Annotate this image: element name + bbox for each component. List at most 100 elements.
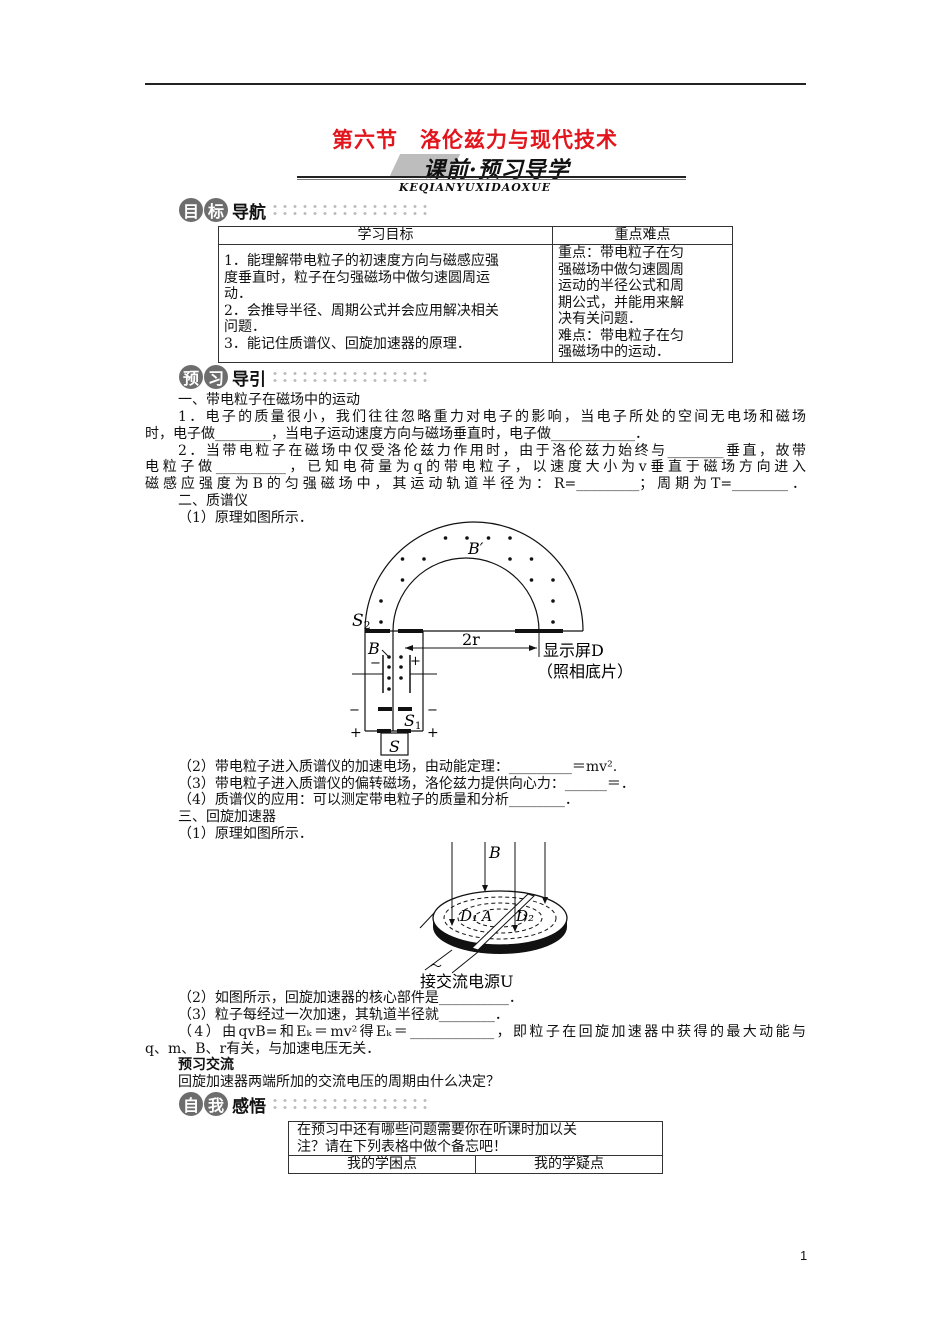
section-banner: 课前·预习导学 — [389, 152, 605, 183]
wire — [424, 949, 453, 971]
orbit — [443, 896, 557, 940]
field-dot — [443, 536, 448, 540]
memo-prompt-line: 注？请在下列表格中做个备忘吧！ — [297, 1138, 507, 1155]
label-minus: − — [370, 656, 381, 671]
heading-label: 导航 — [232, 202, 266, 223]
field-dot — [379, 620, 383, 624]
arrow-head-right — [529, 645, 537, 651]
field-dot — [400, 557, 405, 561]
exit-arrow — [419, 911, 436, 929]
goal-line: 1．能理解带电粒子的初速度方向与磁感应强 — [224, 253, 499, 269]
gap — [471, 893, 535, 951]
heading-label: 导引 — [232, 369, 266, 390]
slit-s1-bar — [398, 707, 412, 711]
page-number: 1 — [800, 1248, 808, 1263]
keypoint-line: 决有关问题． — [558, 311, 642, 327]
label-d2: D₂ — [515, 907, 534, 925]
exchange-title: 预习交流 — [178, 1057, 234, 1073]
keypoint-line: 强磁场中做匀速圆周 — [558, 261, 684, 278]
heading-circle: 标 — [204, 198, 228, 222]
questions-header: 我的学疑点 — [475, 1155, 663, 1174]
heading-circle: 预 — [179, 365, 203, 389]
wire — [451, 951, 479, 974]
heading-circle: 自 — [179, 1092, 203, 1116]
paragraph-line: （3）带电粒子进入质谱仪的偏转磁场，洛伦兹力提供向心力：______＝． — [178, 776, 635, 792]
page-title: 第六节 洛伦兹力与现代技术 — [332, 127, 618, 152]
field-arrowheads — [449, 885, 548, 932]
keypoint-line: 运动的半径公式和周 — [558, 278, 684, 294]
paragraph-line: 磁感应强度为B的匀强磁场中，其运动轨道半径为：R=_________；周期为T=… — [145, 476, 806, 492]
exchange-question: 回旋加速器两端所加的交流电压的周期由什么决定？ — [178, 1074, 500, 1090]
keypoint-line: 难点：带电粒子在匀 — [558, 327, 684, 344]
label-screen: 显示屏D — [543, 641, 604, 660]
paragraph-line: （1）原理如图所示． — [178, 826, 313, 842]
orbit — [457, 902, 543, 934]
label-s: S — [389, 737, 400, 756]
goal-line: 问题． — [224, 319, 266, 335]
field-dot — [551, 578, 555, 582]
keypoint-line: 重点：带电粒子在匀 — [558, 245, 684, 261]
difficulties-header: 我的学困点 — [288, 1155, 476, 1174]
keypoints-cell: 重点：带电粒子在匀 强磁场中做匀速圆周 运动的半径公式和周 期公式，并能用来解 … — [552, 244, 733, 363]
label-plus: + — [410, 654, 421, 669]
field-dot — [529, 578, 534, 582]
label-b: B — [488, 843, 501, 862]
paragraph-line: 时，电子做________，当电子运动速度方向与磁场垂直时，电子做_______… — [145, 426, 649, 442]
cyclotron-figure: B D₁ A D₂ ～ 接交流电源U — [419, 842, 568, 990]
paragraph-line: （3）粒子每经过一次加速，其轨道半径就________． — [178, 1007, 509, 1023]
label-ac-source: 接交流电源U — [420, 972, 514, 990]
slit-s1-bar — [378, 707, 392, 711]
paragraph-line: 电粒子做__________，已知电荷量为q的带电粒子，以速度大小为v垂直于磁场… — [145, 459, 806, 475]
top-rule — [145, 83, 806, 85]
slit-bar — [398, 629, 423, 633]
label-a: A — [480, 909, 492, 925]
heading-goals: 目 标 导航 — [179, 197, 430, 223]
label-tilde: ～ — [430, 959, 442, 973]
dotted-decoration — [270, 203, 430, 217]
heading-circle: 习 — [204, 365, 228, 389]
heading-circle: 我 — [204, 1092, 228, 1116]
selector-field-dots — [387, 655, 403, 691]
mass-spectrometer-figure: B′ S2 2r B 显示屏D （照相底片） − + − − + + S1 S — [349, 521, 633, 756]
field-dot — [551, 599, 555, 603]
memo-prompt-line: 在预习中还有哪些问题需要你在听课时加以关 — [297, 1122, 577, 1138]
paragraph-line: （4）质谱仪的应用：可以测定带电粒子的质量和分析________． — [178, 792, 579, 808]
field-dot — [551, 620, 555, 624]
field-lines — [451, 842, 546, 928]
field-dot — [508, 557, 512, 561]
magnetic-field-dots — [379, 536, 555, 624]
label-s1: S1 — [404, 711, 421, 732]
slit-s-bar — [397, 729, 411, 733]
paragraph-line: （2）如图所示，回旋加速器的核心部件是__________． — [178, 990, 523, 1006]
field-dot — [379, 599, 383, 603]
heading-circle: 目 — [179, 198, 203, 222]
label-plus: + — [427, 725, 439, 741]
paragraph-line: 2．当带电粒子在磁场中仅受洛伦兹力作用时，由于洛伦兹力始终与________垂直… — [178, 443, 806, 459]
inner-semicircle — [392, 557, 540, 632]
field-dot — [465, 536, 469, 540]
banner-rule — [297, 176, 686, 178]
subsection-heading: 一、带电粒子在磁场中的运动 — [178, 392, 360, 408]
heading-label: 感悟 — [232, 1096, 266, 1117]
label-minus: − — [427, 703, 438, 718]
keypoints-header: 重点难点 — [552, 226, 733, 245]
banner-text: 课前·预习导学 — [423, 157, 570, 183]
field-dot — [529, 557, 534, 561]
outer-semicircle — [364, 521, 584, 632]
label-minus: − — [349, 703, 360, 718]
goals-cell: 1．能理解带电粒子的初速度方向与磁感应强 度垂直时，粒子在匀强磁场中做匀速圆周运… — [218, 244, 553, 363]
heading-preview: 预 习 导引 — [179, 364, 430, 390]
paragraph-line: 1．电子的质量很小，我们往往忽略重力对电子的影响，当电子所处的空间无电场和磁场 — [178, 409, 806, 425]
paragraph-line: q、m、B、r有关，与加速电压无关． — [145, 1041, 381, 1057]
paragraph-line: （1）原理如图所示． — [178, 510, 313, 526]
goal-line: 2．会推导半径、周期公式并会应用解决相关 — [224, 302, 499, 319]
memo-prompt: 在预习中还有哪些问题需要你在听课时加以关 注？请在下列表格中做个备忘吧！ — [288, 1121, 663, 1156]
subsection-heading: 三、回旋加速器 — [178, 809, 276, 825]
slit-s2-bar — [365, 629, 390, 633]
disc-top — [432, 890, 568, 946]
label-2r: 2r — [462, 630, 480, 649]
field-dot — [508, 536, 512, 540]
field-dot — [486, 536, 491, 540]
keypoint-line: 期公式，并能用来解 — [558, 294, 684, 311]
paragraph-line: （4）由qvB=和Eₖ＝mv²得Eₖ＝____________，即粒子在回旋加速… — [178, 1024, 806, 1040]
